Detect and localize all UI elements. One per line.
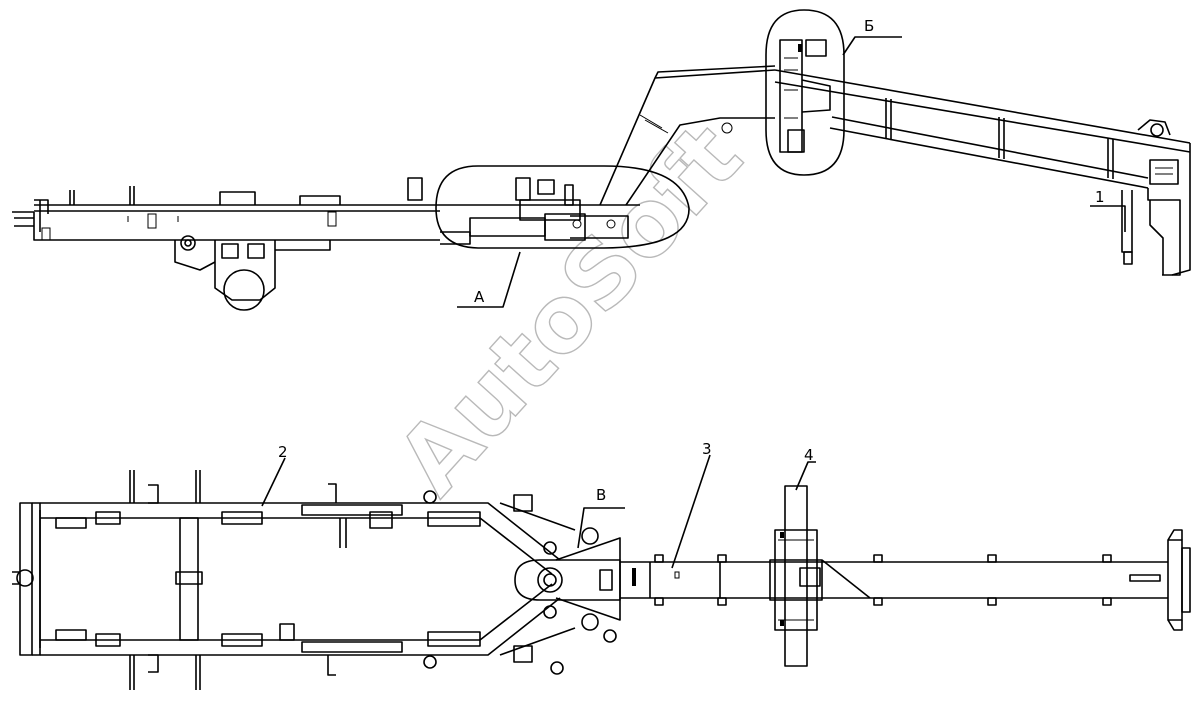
callout-label-2: 2	[278, 443, 288, 461]
side-elevation-view	[12, 9, 1191, 311]
callout-label-4: 4	[804, 446, 814, 464]
detail-outline-b	[765, 9, 845, 176]
callout-label-b: Б	[864, 17, 874, 35]
callout-label-a: А	[474, 288, 485, 306]
plan-view	[12, 454, 1191, 690]
callout-label-1: 1	[1095, 188, 1105, 206]
detail-outline-a	[435, 165, 690, 249]
callout-label-v: В	[596, 486, 606, 504]
callout-label-3: 3	[702, 440, 712, 458]
